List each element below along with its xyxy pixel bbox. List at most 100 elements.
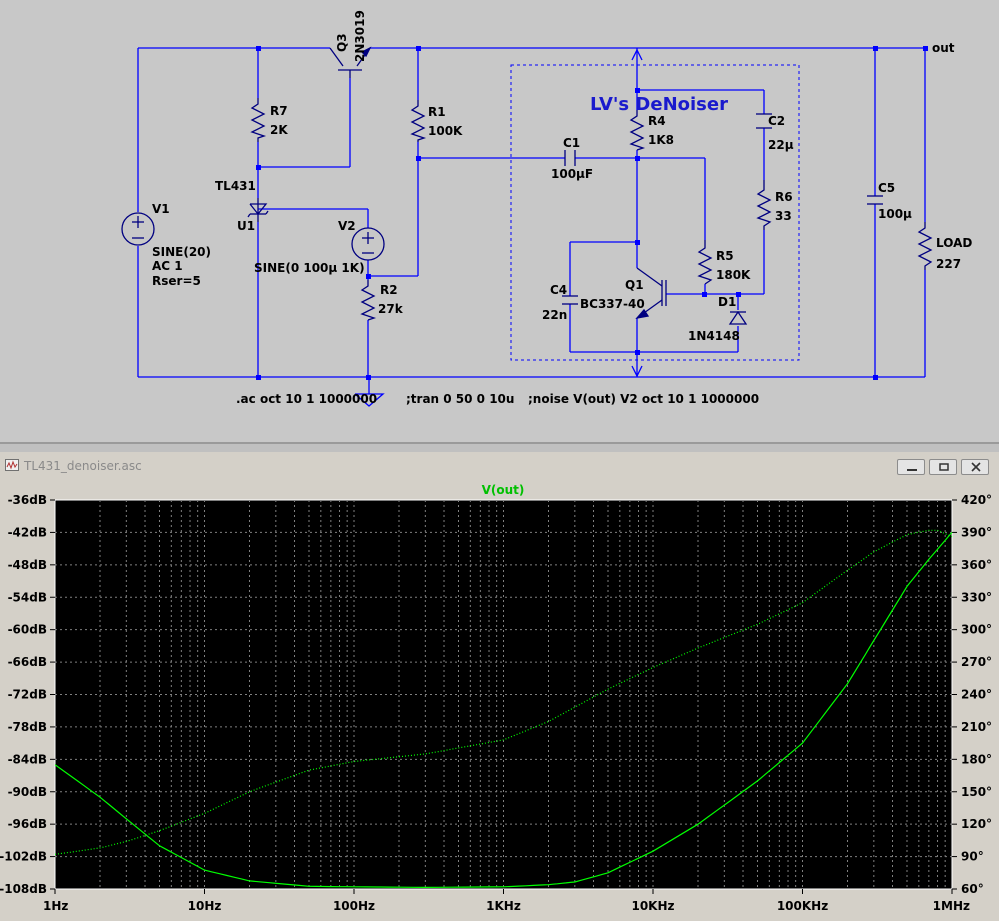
plot-titlebar[interactable]: TL431_denoiser.asc xyxy=(0,452,999,481)
c4-capacitor[interactable] xyxy=(562,295,578,305)
y-left-tick-label: -60dB xyxy=(8,623,47,637)
r4-value: 1K8 xyxy=(648,133,674,147)
ground-symbol xyxy=(354,377,385,407)
u1-label: U1 xyxy=(237,219,255,233)
r7-resistor[interactable] xyxy=(250,98,267,142)
magnitude-trace[interactable] xyxy=(54,532,953,889)
y-right-tick-label: 420° xyxy=(961,493,992,507)
tran-directive[interactable]: ;tran 0 50 0 10u xyxy=(406,392,514,406)
schematic-editor[interactable]: LV's DeNoiser Q3 2N3019 R7 2K R1 100K TL… xyxy=(0,0,999,444)
d1-label: D1 xyxy=(718,295,736,309)
plot-ticks: -36dB-42dB-48dB-54dB-60dB-66dB-72dB-78dB… xyxy=(0,493,992,913)
schematic-canvas[interactable]: LV's DeNoiser Q3 2N3019 R7 2K R1 100K TL… xyxy=(0,0,999,442)
r5-label: R5 xyxy=(716,249,734,263)
r1-resistor[interactable] xyxy=(410,100,427,142)
x-tick-label: 1Hz xyxy=(43,899,68,913)
y-right-tick-label: 180° xyxy=(961,752,992,766)
c1-capacitor[interactable] xyxy=(564,150,576,166)
plot-area[interactable]: -36dB-42dB-48dB-54dB-60dB-66dB-72dB-78dB… xyxy=(0,480,999,921)
r6-value: 33 xyxy=(775,209,792,223)
x-tick-label: 1MHz xyxy=(933,899,970,913)
c5-value: 100µ xyxy=(878,207,912,221)
x-tick-label: 100Hz xyxy=(333,899,375,913)
q1-label: Q1 xyxy=(625,278,644,292)
restore-icon xyxy=(939,463,949,471)
load-label: LOAD xyxy=(936,236,972,250)
r2-resistor[interactable] xyxy=(360,280,377,321)
y-right-tick-label: 360° xyxy=(961,558,992,572)
denoiser-title: LV's DeNoiser xyxy=(590,94,728,115)
v1-source[interactable] xyxy=(121,212,155,246)
minimize-button[interactable] xyxy=(897,459,925,475)
y-left-tick-label: -96dB xyxy=(8,817,47,831)
d1-model: 1N4148 xyxy=(688,329,740,343)
y-right-tick-label: 300° xyxy=(961,623,992,637)
y-right-tick-label: 60° xyxy=(961,882,984,896)
r2-label: R2 xyxy=(380,283,398,297)
c2-label: C2 xyxy=(768,114,785,128)
y-right-tick-label: 210° xyxy=(961,720,992,734)
y-left-tick-label: -48dB xyxy=(8,558,47,572)
r6-resistor[interactable] xyxy=(756,180,772,230)
x-tick-label: 10KHz xyxy=(631,899,674,913)
ac-directive[interactable]: .ac oct 10 1 1000000 xyxy=(236,392,377,406)
u1-model: TL431 xyxy=(215,179,256,193)
y-left-tick-label: -42dB xyxy=(8,525,47,539)
y-left-tick-label: -108dB xyxy=(0,882,47,896)
minimize-icon xyxy=(907,469,917,471)
v2-source[interactable] xyxy=(351,227,385,261)
c5-capacitor[interactable] xyxy=(867,195,883,205)
c4-value: 22n xyxy=(542,308,567,322)
r4-label: R4 xyxy=(648,114,666,128)
load-value: 227 xyxy=(936,257,961,271)
c4-label: C4 xyxy=(550,283,567,297)
y-right-tick-label: 120° xyxy=(961,817,992,831)
r4-resistor[interactable] xyxy=(629,110,646,151)
r1-value: 100K xyxy=(428,124,463,138)
y-left-tick-label: -102dB xyxy=(0,850,47,864)
c2-value: 22µ xyxy=(768,138,794,152)
r2-value: 27k xyxy=(378,302,404,316)
r7-value: 2K xyxy=(270,123,288,137)
q3-transistor[interactable] xyxy=(329,46,372,78)
y-left-tick-label: -66dB xyxy=(8,655,47,669)
r6-label: R6 xyxy=(775,190,793,204)
v1-line1: SINE(20) xyxy=(152,245,211,259)
net-out-label: out xyxy=(932,41,955,55)
r7-label: R7 xyxy=(270,104,288,118)
trace-label[interactable]: V(out) xyxy=(482,483,525,497)
c2-capacitor[interactable] xyxy=(756,113,772,129)
c5-label: C5 xyxy=(878,181,895,195)
wires xyxy=(137,47,926,378)
port-arrows xyxy=(631,48,643,378)
v1-line3: Rser=5 xyxy=(152,274,201,288)
c1-label: C1 xyxy=(563,136,580,150)
v1-label: V1 xyxy=(152,202,170,216)
u1-tl431[interactable] xyxy=(247,198,269,222)
junction-dots xyxy=(256,46,928,380)
d1-diode[interactable] xyxy=(728,310,748,325)
r5-resistor[interactable] xyxy=(697,240,713,285)
load-resistor[interactable] xyxy=(917,222,933,270)
denoiser-box xyxy=(510,64,800,361)
q1-model: BC337-40 xyxy=(580,297,645,311)
q1-transistor[interactable] xyxy=(635,267,667,319)
x-tick-label: 100KHz xyxy=(777,899,828,913)
noise-directive[interactable]: ;noise V(out) V2 oct 10 1 1000000 xyxy=(528,392,759,406)
y-left-tick-label: -84dB xyxy=(8,752,47,766)
v1-line2: AC 1 xyxy=(152,259,183,273)
restore-button[interactable] xyxy=(929,459,957,475)
r5-value: 180K xyxy=(716,268,751,282)
waveform-viewer-window[interactable]: TL431_denoiser.asc -36dB-42dB-48dB-54dB-… xyxy=(0,452,999,921)
y-right-tick-label: 330° xyxy=(961,590,992,604)
y-left-tick-label: -72dB xyxy=(8,688,47,702)
y-left-tick-label: -36dB xyxy=(8,493,47,507)
y-right-tick-label: 90° xyxy=(961,850,984,864)
waveform-app-icon xyxy=(5,459,19,471)
v2-label: V2 xyxy=(338,219,356,233)
y-right-tick-label: 270° xyxy=(961,655,992,669)
c1-value: 100µF xyxy=(551,167,593,181)
y-right-tick-label: 240° xyxy=(961,688,992,702)
close-button[interactable] xyxy=(961,459,989,475)
y-left-tick-label: -90dB xyxy=(8,785,47,799)
